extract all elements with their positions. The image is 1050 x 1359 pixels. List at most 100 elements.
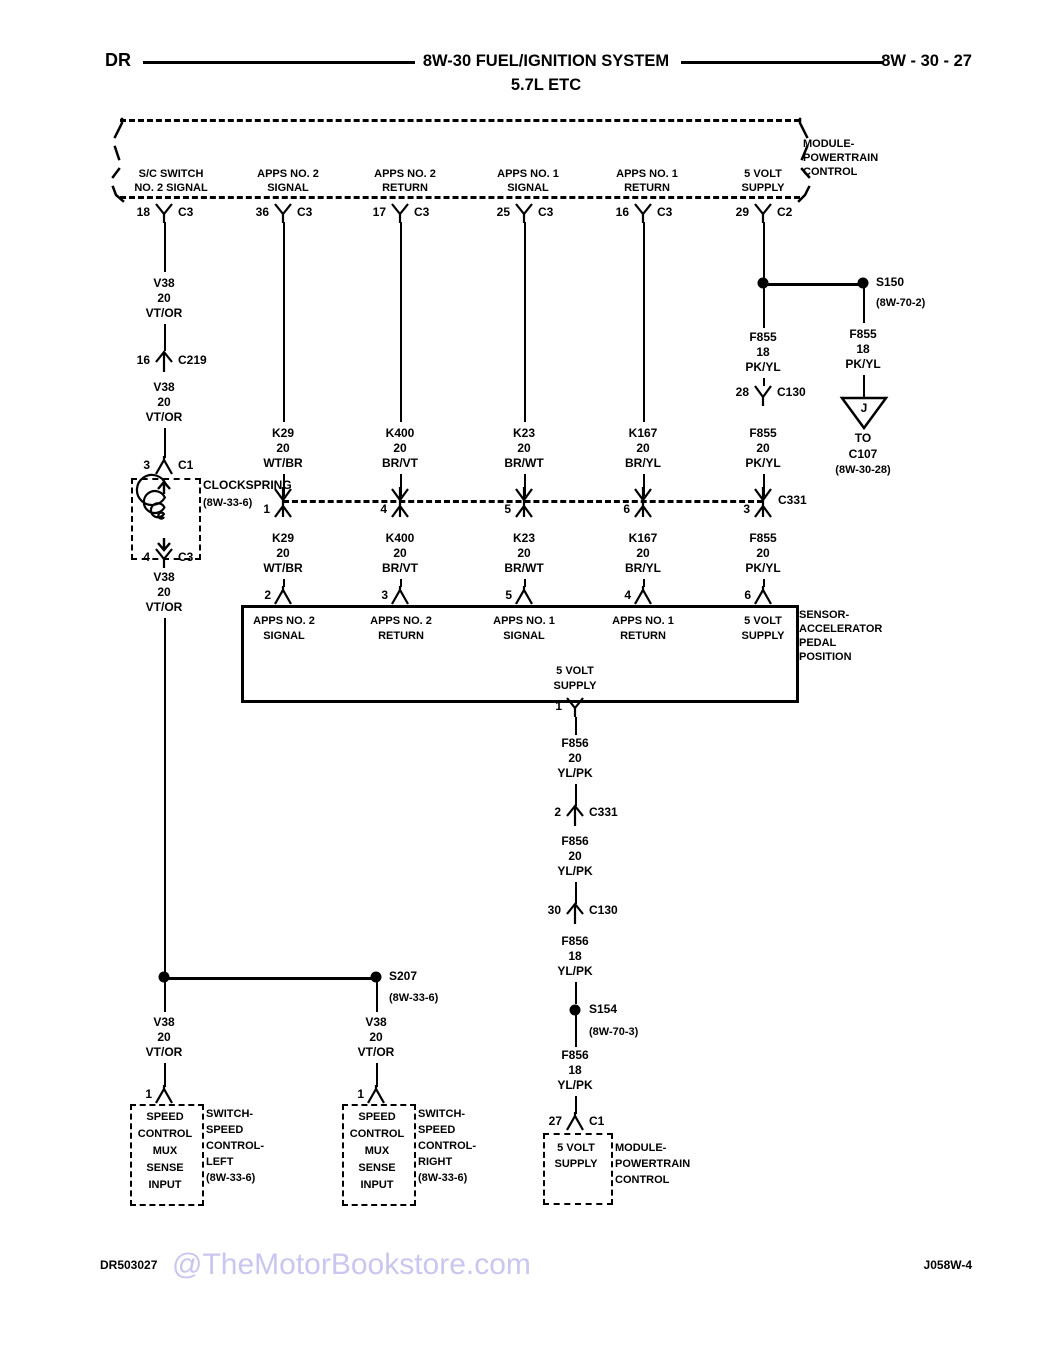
pcm-pin-label-1-l2: SIGNAL <box>267 182 309 194</box>
wire-k29-up-color: WT/BR <box>263 456 303 470</box>
wire-f856b-color: YL/PK <box>557 864 593 878</box>
sensor-pin-num-3: 4 <box>624 588 631 602</box>
splice-s150-name: S150 <box>876 275 905 289</box>
sensor-supply-label-l1: 5 VOLT <box>556 665 594 677</box>
sensor-pin-label-0-l1: APPS NO. 2 <box>253 615 315 627</box>
wire-f856c-line <box>575 982 577 1004</box>
pcm-pin-label-2-l2: RETURN <box>382 182 428 194</box>
wire-f856b-id: F856 <box>561 834 589 848</box>
wire-k400-up-color: BR/VT <box>382 456 418 470</box>
apps-sensor-box <box>241 605 799 703</box>
wire-v38-belowc3-id: V38 <box>153 570 175 584</box>
wire-v38-right-gauge: 20 <box>369 1030 383 1044</box>
pcm-pin-conn-1: C3 <box>297 205 313 219</box>
wire-k400-dn-gauge: 20 <box>393 546 407 560</box>
wire-k400-up-line2 <box>400 474 402 496</box>
wire-f856a-id: F856 <box>561 736 589 750</box>
c331-terminal-icon <box>754 487 772 518</box>
sensor-pin-num-4: 6 <box>744 588 751 602</box>
wire-f855-seg0 <box>763 222 765 280</box>
sensor-supply-pin: 1 <box>555 699 562 713</box>
c331-pin-4: 3 <box>743 502 750 516</box>
connector-c130-f856-icon <box>566 902 584 924</box>
wire-v38-right-line0 <box>376 982 378 1012</box>
pcm-pin-label-5-l2: SUPPLY <box>741 182 785 194</box>
wire-k167-up-line2 <box>643 474 645 496</box>
wire-f855c-gauge: 20 <box>756 546 770 560</box>
pcm-pin-num-3: 25 <box>496 205 510 219</box>
c130-top-name: C130 <box>777 385 806 399</box>
wire-k29-dn-id: K29 <box>271 531 295 545</box>
wire-f856a-line <box>575 784 577 806</box>
wire-f855b-line <box>763 474 765 496</box>
sensor-pin-num-2: 5 <box>505 588 512 602</box>
footer-right-code: J058W-4 <box>923 1258 972 1272</box>
splice-s150-ref: (8W-70-2) <box>876 297 926 309</box>
wire-k400-up-id: K400 <box>385 426 415 440</box>
pin-terminal-y-icon <box>155 203 173 223</box>
c331-pin-2: 5 <box>504 502 511 516</box>
splice-s207-link <box>164 977 376 980</box>
c1-cs-pin-num: 3 <box>143 458 150 472</box>
c130-f856-pin-num: 30 <box>547 903 561 917</box>
wire-k167-dn-color: BR/YL <box>625 561 661 575</box>
wire-k23-dn-id: K23 <box>512 531 536 545</box>
pcm-top-border <box>120 119 800 122</box>
wire-v38-top-color: VT/OR <box>145 306 183 320</box>
wire-k167-dn-id: K167 <box>628 531 658 545</box>
connector-c331-f856-icon <box>566 804 584 826</box>
header-rule-right <box>681 61 882 64</box>
sensor-pin-terminal-icon <box>515 586 533 605</box>
sensor-pin-label-4-l2: SUPPLY <box>741 630 785 642</box>
speed-left-pin: 1 <box>145 1087 152 1101</box>
pcm-bottom-border <box>120 196 800 199</box>
splice-s207-ref: (8W-33-6) <box>389 992 439 1004</box>
pcm-pin-num-1: 36 <box>255 205 269 219</box>
pcm-bottom-name-l2: POWERTRAIN <box>615 1158 691 1170</box>
c331-terminal-icon <box>391 487 409 518</box>
wire-f856c-gauge: 18 <box>568 949 582 963</box>
wire-f856b-gauge: 20 <box>568 849 582 863</box>
wire-k167-up-id: K167 <box>628 426 658 440</box>
wire-k23-dn-line <box>524 579 526 587</box>
wire-k23-up-id: K23 <box>512 426 536 440</box>
splice-s207-dot <box>370 971 382 983</box>
c331-pin-3: 6 <box>623 502 630 516</box>
wire-f855b-color: PK/YL <box>745 456 781 470</box>
pcm-pin-label-4-l2: RETURN <box>624 182 670 194</box>
sensor-name-l2: ACCELERATOR <box>799 623 883 635</box>
c331-f856-name: C331 <box>589 805 618 819</box>
j-connector-to: TO <box>854 431 872 445</box>
speed-control-left-box <box>130 1104 204 1206</box>
speed-right-box-l5: INPUT <box>360 1179 394 1191</box>
wire-v38-seg2 <box>164 324 166 351</box>
c331-name: C331 <box>778 493 807 507</box>
page-subtitle: 5.7L ETC <box>510 76 582 94</box>
pcm-right-torn-edge <box>797 117 811 203</box>
clockspring-ref: (8W-33-6) <box>203 497 253 509</box>
sensor-pin-label-2-l1: APPS NO. 1 <box>493 615 555 627</box>
clockspring-box <box>131 478 201 560</box>
pcm-pin-label-5-l1: 5 VOLT <box>744 168 782 180</box>
wire-k23-dn-gauge: 20 <box>517 546 531 560</box>
wire-f855a-gauge: 18 <box>756 345 770 359</box>
wire-k29-up-gauge: 20 <box>276 441 290 455</box>
pcm-bottom-box-l2: SUPPLY <box>554 1158 598 1170</box>
wire-f855b-id: F855 <box>749 426 777 440</box>
c1-cs-name: C1 <box>178 458 194 472</box>
sensor-pin-label-0-l2: SIGNAL <box>263 630 305 642</box>
pin-terminal-y-icon <box>515 203 533 223</box>
wire-k400-up-gauge: 20 <box>393 441 407 455</box>
wire-k23-up-color: BR/WT <box>504 456 544 470</box>
sensor-pin-label-2-l2: SIGNAL <box>503 630 545 642</box>
speed-left-name-l4: LEFT <box>206 1156 234 1168</box>
speed-control-right-box <box>342 1104 416 1206</box>
pcm-top-name-l2: POWERTRAIN <box>803 152 879 164</box>
wire-k167-up-color: BR/YL <box>625 456 661 470</box>
speed-right-box-l2: CONTROL <box>349 1128 405 1140</box>
speed-right-name-l4: RIGHT <box>418 1156 453 1168</box>
j-connector-target: C107 <box>848 447 878 461</box>
sensor-name-l4: POSITION <box>799 651 852 663</box>
wire-f856d-line0 <box>575 1015 577 1047</box>
wire-f856c-id: F856 <box>561 934 589 948</box>
